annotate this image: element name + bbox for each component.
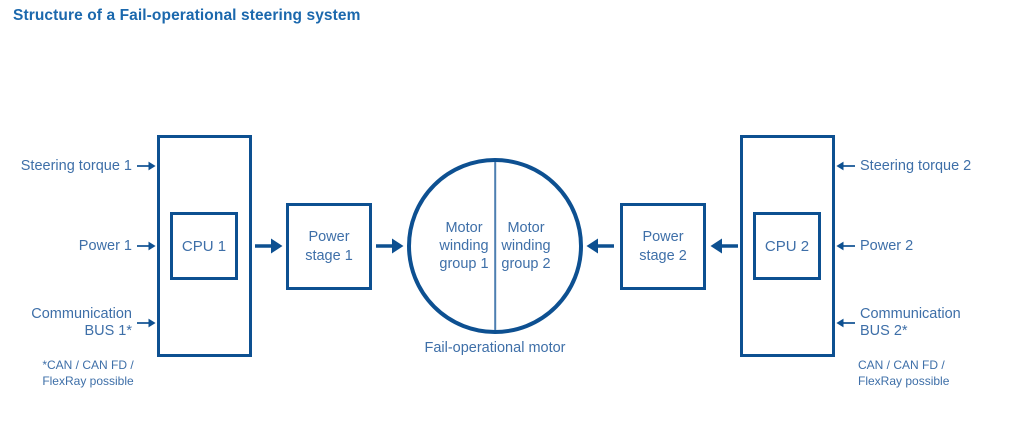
cpu-2-box: CPU 2	[753, 212, 821, 280]
motor-winding-divider	[494, 162, 496, 330]
steering-torque-1-label: Steering torque 1	[20, 157, 132, 174]
input-power-1: Power 1	[0, 236, 156, 256]
arrow-left-icon	[836, 318, 855, 328]
communication-bus-2-label: Communication BUS 2*	[860, 306, 961, 339]
arrow-right-icon	[137, 241, 156, 251]
power-stage-1-box: Power stage 1	[286, 203, 372, 290]
arrow-right-icon	[376, 238, 404, 254]
steering-torque-2-label: Steering torque 2	[860, 157, 972, 174]
cpu-1-box: CPU 1	[170, 212, 238, 280]
power-stage-1-label: Power stage 1	[305, 228, 353, 264]
communication-bus-2-arrowed-label: Power 2	[860, 237, 914, 254]
motor-winding-group-1-label: Motor winding group 1	[439, 220, 489, 272]
arrow-left-icon	[836, 161, 855, 171]
arrow-right-icon	[137, 161, 156, 171]
page-title: Structure of a Fail-operational steering…	[13, 7, 361, 24]
cpu-1-label: CPU 1	[181, 237, 227, 255]
communication-bus-1-label: Communication BUS 1*	[31, 306, 132, 339]
input-steering-torque-2: Steering torque 2	[836, 156, 1022, 176]
arrow-left-icon	[586, 238, 614, 254]
arrow-right-icon	[255, 238, 283, 254]
power-stage-2-label: Power stage 2	[639, 228, 687, 264]
arrow-left-icon	[836, 241, 855, 251]
cpu-2-label: CPU 2	[764, 237, 810, 255]
input-power-2: Power 2	[836, 236, 1022, 256]
input-steering-torque-1: Steering torque 1	[0, 156, 156, 176]
arrow-left-icon	[710, 238, 738, 254]
power-stage-2-box: Power stage 2	[620, 203, 706, 290]
input-communication-bus-1: Communication BUS 1*	[0, 304, 156, 342]
footnote-right: CAN / CAN FD / FlexRay possible	[858, 358, 950, 388]
motor-caption: Fail-operational motor	[424, 340, 566, 356]
motor-winding-group-2-label: Motor winding group 2	[501, 220, 551, 272]
motor-circle	[407, 158, 583, 334]
arrow-right-icon	[137, 318, 156, 328]
power-1-label: Power 1	[78, 237, 132, 254]
footnote-left: *CAN / CAN FD / FlexRay possible	[42, 358, 134, 388]
input-communication-bus-2: Communication BUS 2*	[836, 304, 1022, 342]
